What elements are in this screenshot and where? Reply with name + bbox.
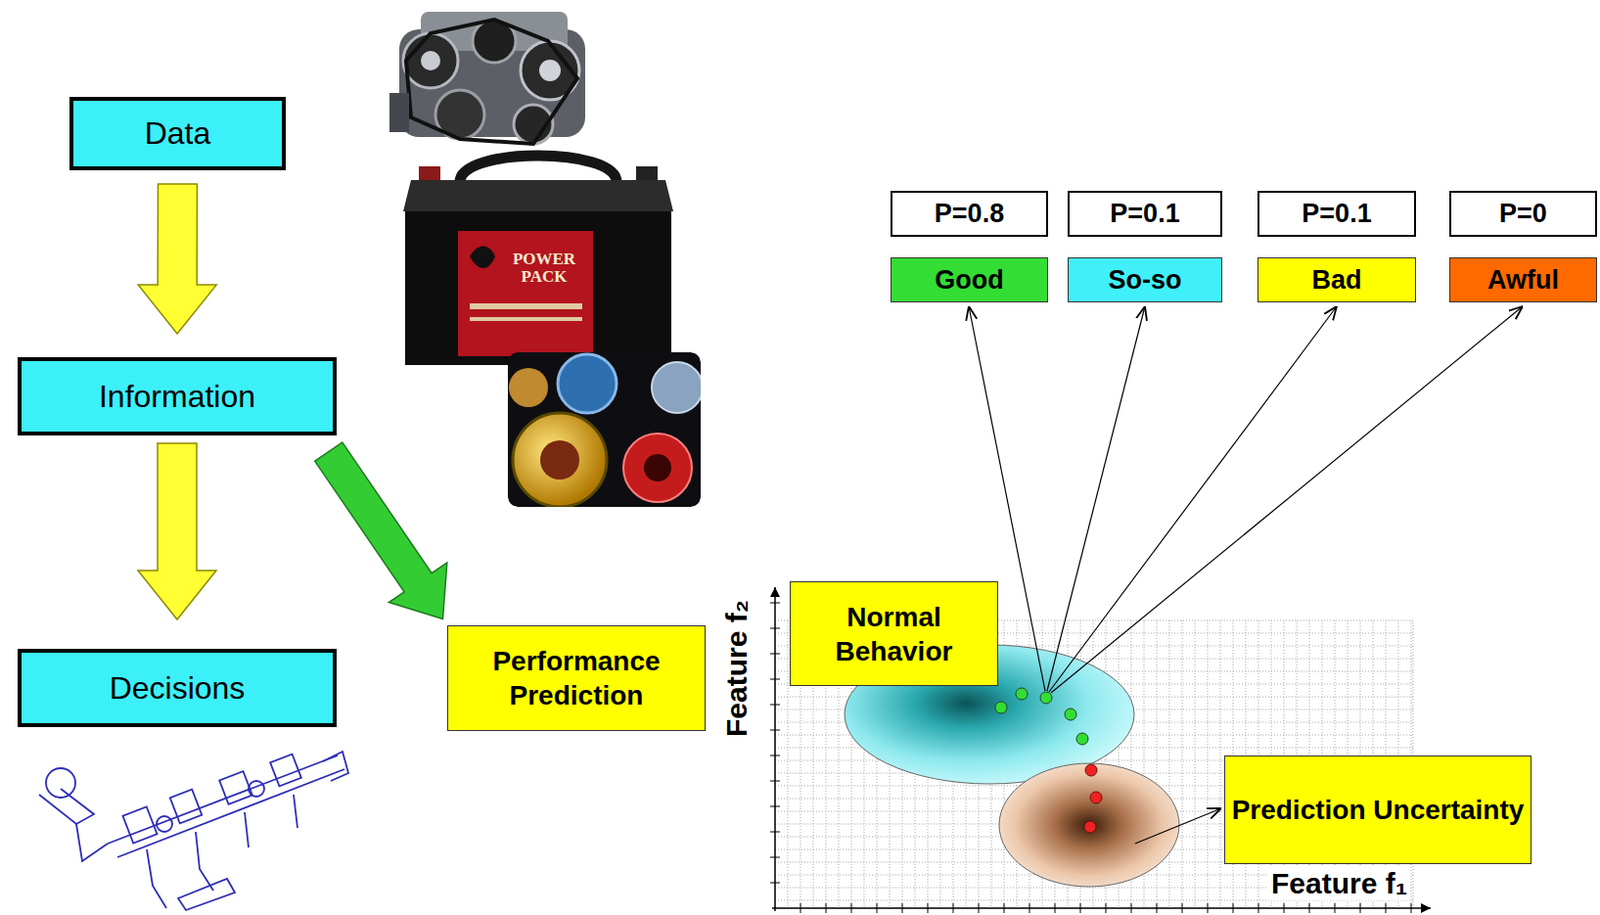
grid-line bbox=[787, 620, 789, 909]
data-point bbox=[1084, 821, 1097, 833]
data-point bbox=[995, 701, 1007, 714]
battery-stripe bbox=[469, 303, 583, 310]
x-axis bbox=[772, 907, 1431, 910]
battery-logo bbox=[469, 246, 496, 270]
callout-box: Normal Behavior bbox=[789, 581, 999, 686]
speaker-cone bbox=[557, 354, 617, 413]
node-text: P=0.1 bbox=[1301, 198, 1372, 229]
speaker-cone bbox=[651, 362, 701, 413]
battery-terminal bbox=[636, 166, 658, 183]
class-box: Good bbox=[890, 257, 1049, 303]
node-text: Normal Behavior bbox=[796, 599, 992, 669]
speaker-center bbox=[540, 440, 580, 480]
node-text: Awful bbox=[1487, 265, 1559, 296]
callout-box: Prediction Uncertainty bbox=[1224, 755, 1532, 865]
y-axis bbox=[774, 587, 777, 912]
predicted-points bbox=[1084, 764, 1102, 833]
probability-box: P=0.1 bbox=[1067, 190, 1223, 237]
battery-handle bbox=[459, 155, 617, 183]
data-point bbox=[1015, 687, 1028, 700]
engine-belt bbox=[406, 19, 578, 144]
speaker-cone bbox=[512, 412, 607, 507]
production-line-drawing bbox=[39, 751, 349, 911]
station bbox=[270, 754, 302, 787]
probability-box: P=0.8 bbox=[890, 190, 1049, 237]
grid-line bbox=[1207, 620, 1209, 909]
node-text: Bad bbox=[1311, 265, 1362, 296]
probability-box: P=0.1 bbox=[1257, 190, 1417, 237]
engine-part bbox=[389, 92, 410, 133]
machine bbox=[76, 823, 108, 862]
node-text: Decisions bbox=[109, 670, 246, 707]
engine-pulley bbox=[403, 33, 458, 89]
node-text: P=0.8 bbox=[934, 198, 1005, 229]
machine bbox=[178, 878, 235, 911]
station bbox=[219, 771, 253, 805]
battery-case bbox=[405, 211, 672, 366]
process-box: Data bbox=[69, 96, 286, 171]
battery-terminal bbox=[418, 166, 441, 183]
class-box: Bad bbox=[1257, 257, 1417, 303]
support bbox=[146, 794, 298, 909]
speakers-picture bbox=[507, 352, 701, 507]
leader-arrow bbox=[1135, 808, 1222, 844]
grid-line bbox=[1220, 620, 1222, 909]
axis-label: Feature f₁ bbox=[1268, 867, 1411, 901]
conveyor bbox=[107, 755, 345, 858]
brand-label: POWER PACK bbox=[499, 250, 590, 286]
grid-line bbox=[1194, 620, 1196, 909]
speaker-cone bbox=[623, 433, 692, 503]
speaker-cone bbox=[508, 367, 549, 408]
leader-arrow bbox=[1051, 306, 1523, 693]
grid-line bbox=[1182, 620, 1184, 909]
process-box: Information bbox=[17, 357, 337, 436]
node-text: Data bbox=[144, 115, 212, 152]
data-point bbox=[1085, 764, 1098, 777]
probability-box: P=0 bbox=[1449, 190, 1598, 237]
grid-line bbox=[1169, 620, 1171, 909]
leader-arrow bbox=[1049, 306, 1337, 692]
block-arrow bbox=[315, 442, 448, 619]
uncertainty-region bbox=[999, 763, 1180, 887]
data-point bbox=[1076, 732, 1089, 745]
station bbox=[248, 780, 265, 797]
callout-box: Performance Prediction bbox=[447, 625, 706, 732]
class-box: Awful bbox=[1449, 257, 1598, 303]
station bbox=[122, 806, 157, 843]
station bbox=[156, 816, 173, 832]
engine-hub bbox=[539, 59, 561, 82]
leader-arrow bbox=[1047, 306, 1145, 691]
node-text: Performance Prediction bbox=[454, 643, 699, 713]
node-text: Information bbox=[98, 378, 256, 415]
node-text: P=0.1 bbox=[1109, 198, 1180, 229]
node-text: P=0 bbox=[1499, 198, 1548, 229]
block-arrow bbox=[137, 183, 217, 334]
battery-label bbox=[457, 230, 594, 357]
battery-picture bbox=[403, 155, 674, 366]
engine-hub bbox=[420, 50, 441, 71]
machine bbox=[39, 788, 94, 824]
normal-points bbox=[995, 687, 1089, 745]
process-box: Decisions bbox=[17, 648, 337, 728]
speaker-center bbox=[643, 454, 672, 482]
machine bbox=[322, 751, 349, 781]
block-arrow bbox=[137, 443, 217, 620]
machine bbox=[45, 768, 76, 798]
station bbox=[170, 789, 202, 824]
data-point bbox=[1090, 791, 1102, 804]
node-text: Good bbox=[934, 265, 1004, 296]
class-box: So-so bbox=[1067, 257, 1223, 303]
node-text: So-so bbox=[1107, 265, 1182, 296]
engine-picture bbox=[389, 11, 586, 144]
battery-stripe bbox=[469, 317, 583, 321]
data-point bbox=[1064, 708, 1077, 721]
axis-label: Feature f₂ bbox=[720, 599, 754, 737]
data-point bbox=[1040, 691, 1052, 704]
node-text: Prediction Uncertainty bbox=[1232, 792, 1525, 827]
battery-lid bbox=[403, 180, 674, 212]
